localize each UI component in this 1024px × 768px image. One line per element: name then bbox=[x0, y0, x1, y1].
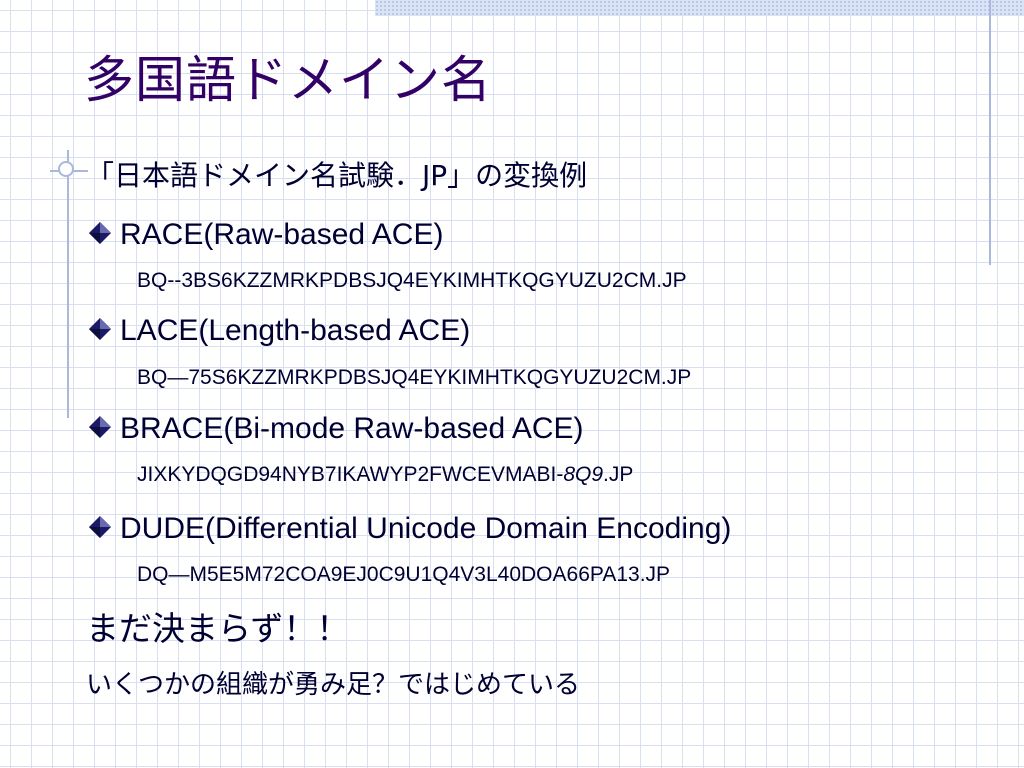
slide-title: 多国語ドメイン名 bbox=[84, 51, 492, 109]
brace-label: BRACE(Bi-mode Raw-based ACE) bbox=[120, 412, 584, 445]
brace-encoded-italic: 8Q9 bbox=[563, 463, 604, 486]
brace-encoded-value: JIXKYDQGD94NYB7IKAWYP2FWCEVMABI-8Q9.JP bbox=[137, 462, 633, 487]
lace-label: LACE(Length-based ACE) bbox=[120, 314, 471, 347]
sub-bullet-dude: DUDE(Differential Unicode Domain Encodin… bbox=[88, 511, 731, 547]
diamond-icon bbox=[89, 318, 111, 341]
sub-bullet-race: RACE(Raw-based ACE) bbox=[88, 217, 443, 253]
race-label: RACE(Raw-based ACE) bbox=[120, 218, 444, 251]
right-decorative-line bbox=[989, 0, 991, 265]
not-yet-decided-text: まだ決まらず！！ bbox=[86, 609, 350, 648]
left-decorative-circle bbox=[58, 161, 74, 177]
diamond-icon bbox=[89, 516, 111, 539]
sub-bullet-brace: BRACE(Bi-mode Raw-based ACE) bbox=[88, 411, 584, 447]
lace-encoded-value: BQ—75S6KZZMRKPDBSJQ4EYKIMHTKQGYUZU2CM.JP bbox=[137, 366, 692, 389]
brace-encoded-suffix: .JP bbox=[603, 463, 634, 486]
bullet-conversion-example: 「日本語ドメイン名試験．JP」の変換例 bbox=[86, 159, 588, 192]
diamond-icon bbox=[89, 222, 111, 245]
diamond-icon bbox=[89, 416, 111, 439]
top-decorative-band bbox=[375, 0, 1024, 16]
dude-encoded-value: DQ—M5E5M72COA9EJ0C9U1Q4V3L40DOA66PA13.JP bbox=[137, 563, 671, 586]
left-decorative-line bbox=[67, 150, 69, 418]
sub-bullet-lace: LACE(Length-based ACE) bbox=[88, 313, 470, 349]
early-adopters-text: いくつかの組織が勇み足？ではじめている bbox=[86, 670, 581, 700]
dude-label: DUDE(Differential Unicode Domain Encodin… bbox=[120, 512, 732, 545]
brace-encoded-prefix: JIXKYDQGD94NYB7IKAWYP2FWCEVMABI- bbox=[137, 463, 564, 486]
race-encoded-value: BQ--3BS6KZZMRKPDBSJQ4EYKIMHTKQGYUZU2CM.J… bbox=[137, 269, 687, 292]
